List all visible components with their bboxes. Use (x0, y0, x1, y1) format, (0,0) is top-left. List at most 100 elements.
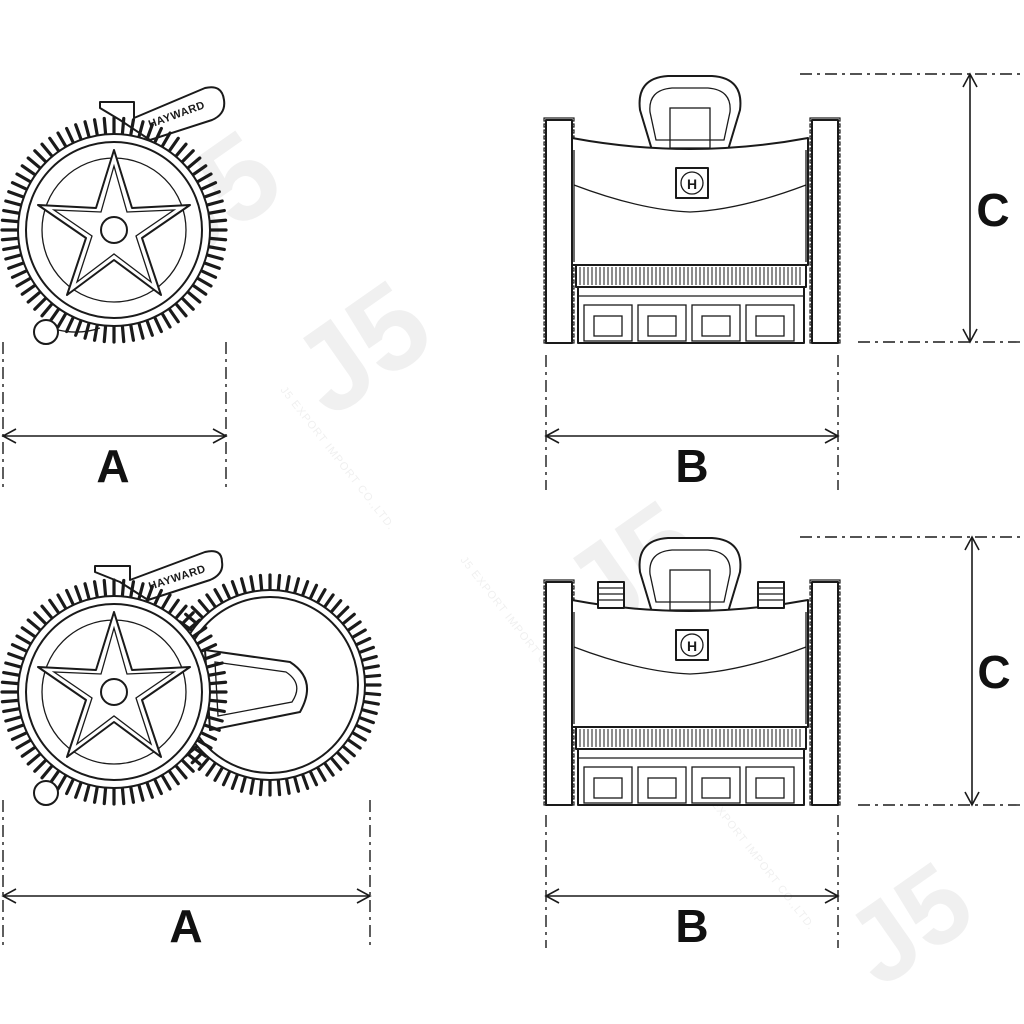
wheel-tooth (33, 295, 49, 311)
wheel-tooth (74, 779, 84, 799)
wheel-tooth (136, 582, 145, 602)
wheel-tooth (221, 768, 232, 787)
wheel-tooth (205, 593, 218, 610)
wheel-tooth (190, 605, 206, 621)
h-badge-bottom: H (687, 638, 697, 654)
wheel-tooth (74, 123, 84, 143)
wheel-tooth (194, 737, 213, 750)
wheel-tooth (362, 691, 382, 697)
wheel-tooth (207, 680, 228, 686)
wheel-tooth (322, 760, 335, 777)
wheel-tooth (284, 775, 291, 795)
wheel-tooth (159, 593, 172, 612)
wheel-tooth (284, 575, 291, 595)
wheel-tooth (136, 320, 145, 340)
wheel-tooth (20, 626, 38, 640)
wheel-tooth (92, 580, 100, 601)
wheel-tooth (0, 680, 21, 686)
wheel-tooth (322, 593, 335, 610)
dimension-labels: A B C A B C (96, 184, 1010, 952)
wheel-tooth (179, 149, 195, 165)
wheel-tooth (26, 289, 43, 304)
dimension-lines (1, 72, 1020, 948)
wheel-tooth (83, 120, 92, 140)
wheel-tooth (185, 751, 202, 766)
wheel-tooth (198, 181, 218, 192)
wheel-tooth (15, 634, 34, 647)
wheel-tooth (204, 252, 224, 261)
h-badge-top: H (687, 176, 697, 192)
wheel-teeth-bottom (0, 578, 228, 806)
wheel-tooth (128, 118, 136, 139)
wheel-tooth (173, 142, 188, 159)
wheel-tooth (4, 199, 24, 208)
wheel-tooth (26, 156, 43, 171)
wheel-tooth (65, 126, 76, 146)
wheel-tooth (15, 172, 34, 185)
wheel-tooth (205, 208, 226, 216)
wheel-tooth (120, 578, 126, 599)
wheel-tooth (328, 599, 343, 615)
wheel-tooth (74, 317, 84, 337)
wheel-tooth (204, 661, 224, 670)
wheel-tooth (292, 577, 301, 596)
wheel-tooth (198, 643, 218, 654)
wheel-tooth (136, 782, 145, 802)
label-c-top: C (976, 184, 1009, 236)
wheel-tooth (276, 573, 282, 593)
wheel-tooth (33, 611, 49, 627)
watermark-logo-4: J5 (823, 839, 994, 1010)
wheel-tooth (144, 317, 154, 337)
wheel-tooth (173, 301, 188, 318)
wheel-tooth (353, 723, 372, 734)
wheel-tooth (205, 760, 218, 777)
wheel-tooth (190, 744, 208, 758)
wheel-tooth (7, 260, 27, 270)
wheel-tooth (353, 636, 372, 647)
wheel-tooth (205, 706, 226, 714)
wheel-tooth (4, 252, 24, 261)
wheel-tooth (239, 774, 248, 793)
wheel-tooth (2, 208, 23, 216)
wheel-tooth (204, 199, 224, 208)
wheel-tooth (360, 664, 380, 671)
wheel-teeth-extension (178, 573, 382, 797)
side-view-top: HAYWARD (0, 86, 228, 345)
wheel-tooth (7, 722, 27, 732)
wheel-tooth (221, 583, 232, 602)
wheel-tooth (48, 598, 62, 616)
wheel-tooth (120, 785, 126, 806)
wheel-tooth (120, 116, 126, 137)
wheel-tooth (152, 126, 163, 146)
wheel-tooth (83, 582, 92, 602)
wheel-tooth (0, 698, 21, 704)
wheel-tooth (315, 588, 327, 606)
wheel-tooth (2, 244, 23, 252)
wheel-tooth (349, 628, 367, 640)
wheel-tooth (102, 323, 108, 344)
wheel-tooth (198, 268, 218, 279)
wheel-tooth (144, 585, 154, 605)
wheel-tooth (300, 771, 310, 790)
wheel-tooth (56, 310, 69, 329)
wheel-tooth (356, 715, 375, 725)
wheel-tooth (40, 604, 55, 621)
wheel-tooth (48, 136, 62, 154)
wheel-tooth (10, 730, 30, 741)
wheel-tooth (144, 779, 154, 799)
label-b-bottom: B (675, 900, 708, 952)
wheel-tooth (10, 181, 30, 192)
wheel-tooth (33, 757, 49, 773)
wheel-tooth (179, 757, 195, 773)
wheel-tooth (10, 268, 30, 279)
wheel-tooth (56, 131, 69, 150)
wheel-tooth (334, 605, 350, 621)
wheel-tooth (128, 580, 136, 601)
wheel-tooth (0, 236, 21, 242)
wheel-tooth (201, 190, 221, 200)
label-b-top: B (675, 440, 708, 492)
wheel-tooth (20, 164, 38, 178)
wheel-tooth (194, 275, 213, 288)
wheel-tooth (166, 136, 180, 154)
wheel-tooth (4, 661, 24, 670)
